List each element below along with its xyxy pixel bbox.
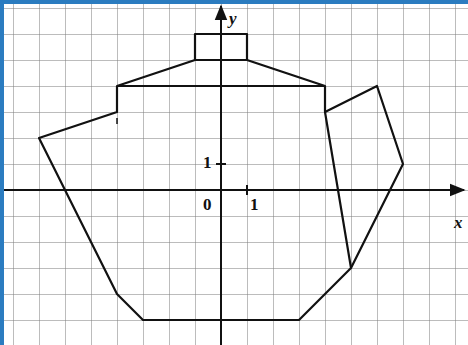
- teapot-lid: [195, 34, 247, 60]
- teapot-body: [39, 60, 351, 320]
- x-tick: [246, 185, 248, 195]
- axis-label: y: [229, 10, 237, 27]
- paper: [4, 4, 468, 345]
- teapot-figure: [39, 34, 403, 320]
- teapot-handle: [325, 86, 403, 268]
- origin-label: 0: [203, 196, 212, 213]
- axis-label: x: [454, 214, 463, 231]
- grid-lines: [4, 4, 468, 345]
- small-tick: [116, 118, 118, 124]
- y-tick: [216, 163, 226, 165]
- x-axis: [4, 189, 464, 191]
- y-axis: [220, 6, 222, 345]
- tick-label: 1: [250, 196, 259, 213]
- teapot-rim: [117, 85, 325, 87]
- tick-label: 1: [203, 154, 212, 171]
